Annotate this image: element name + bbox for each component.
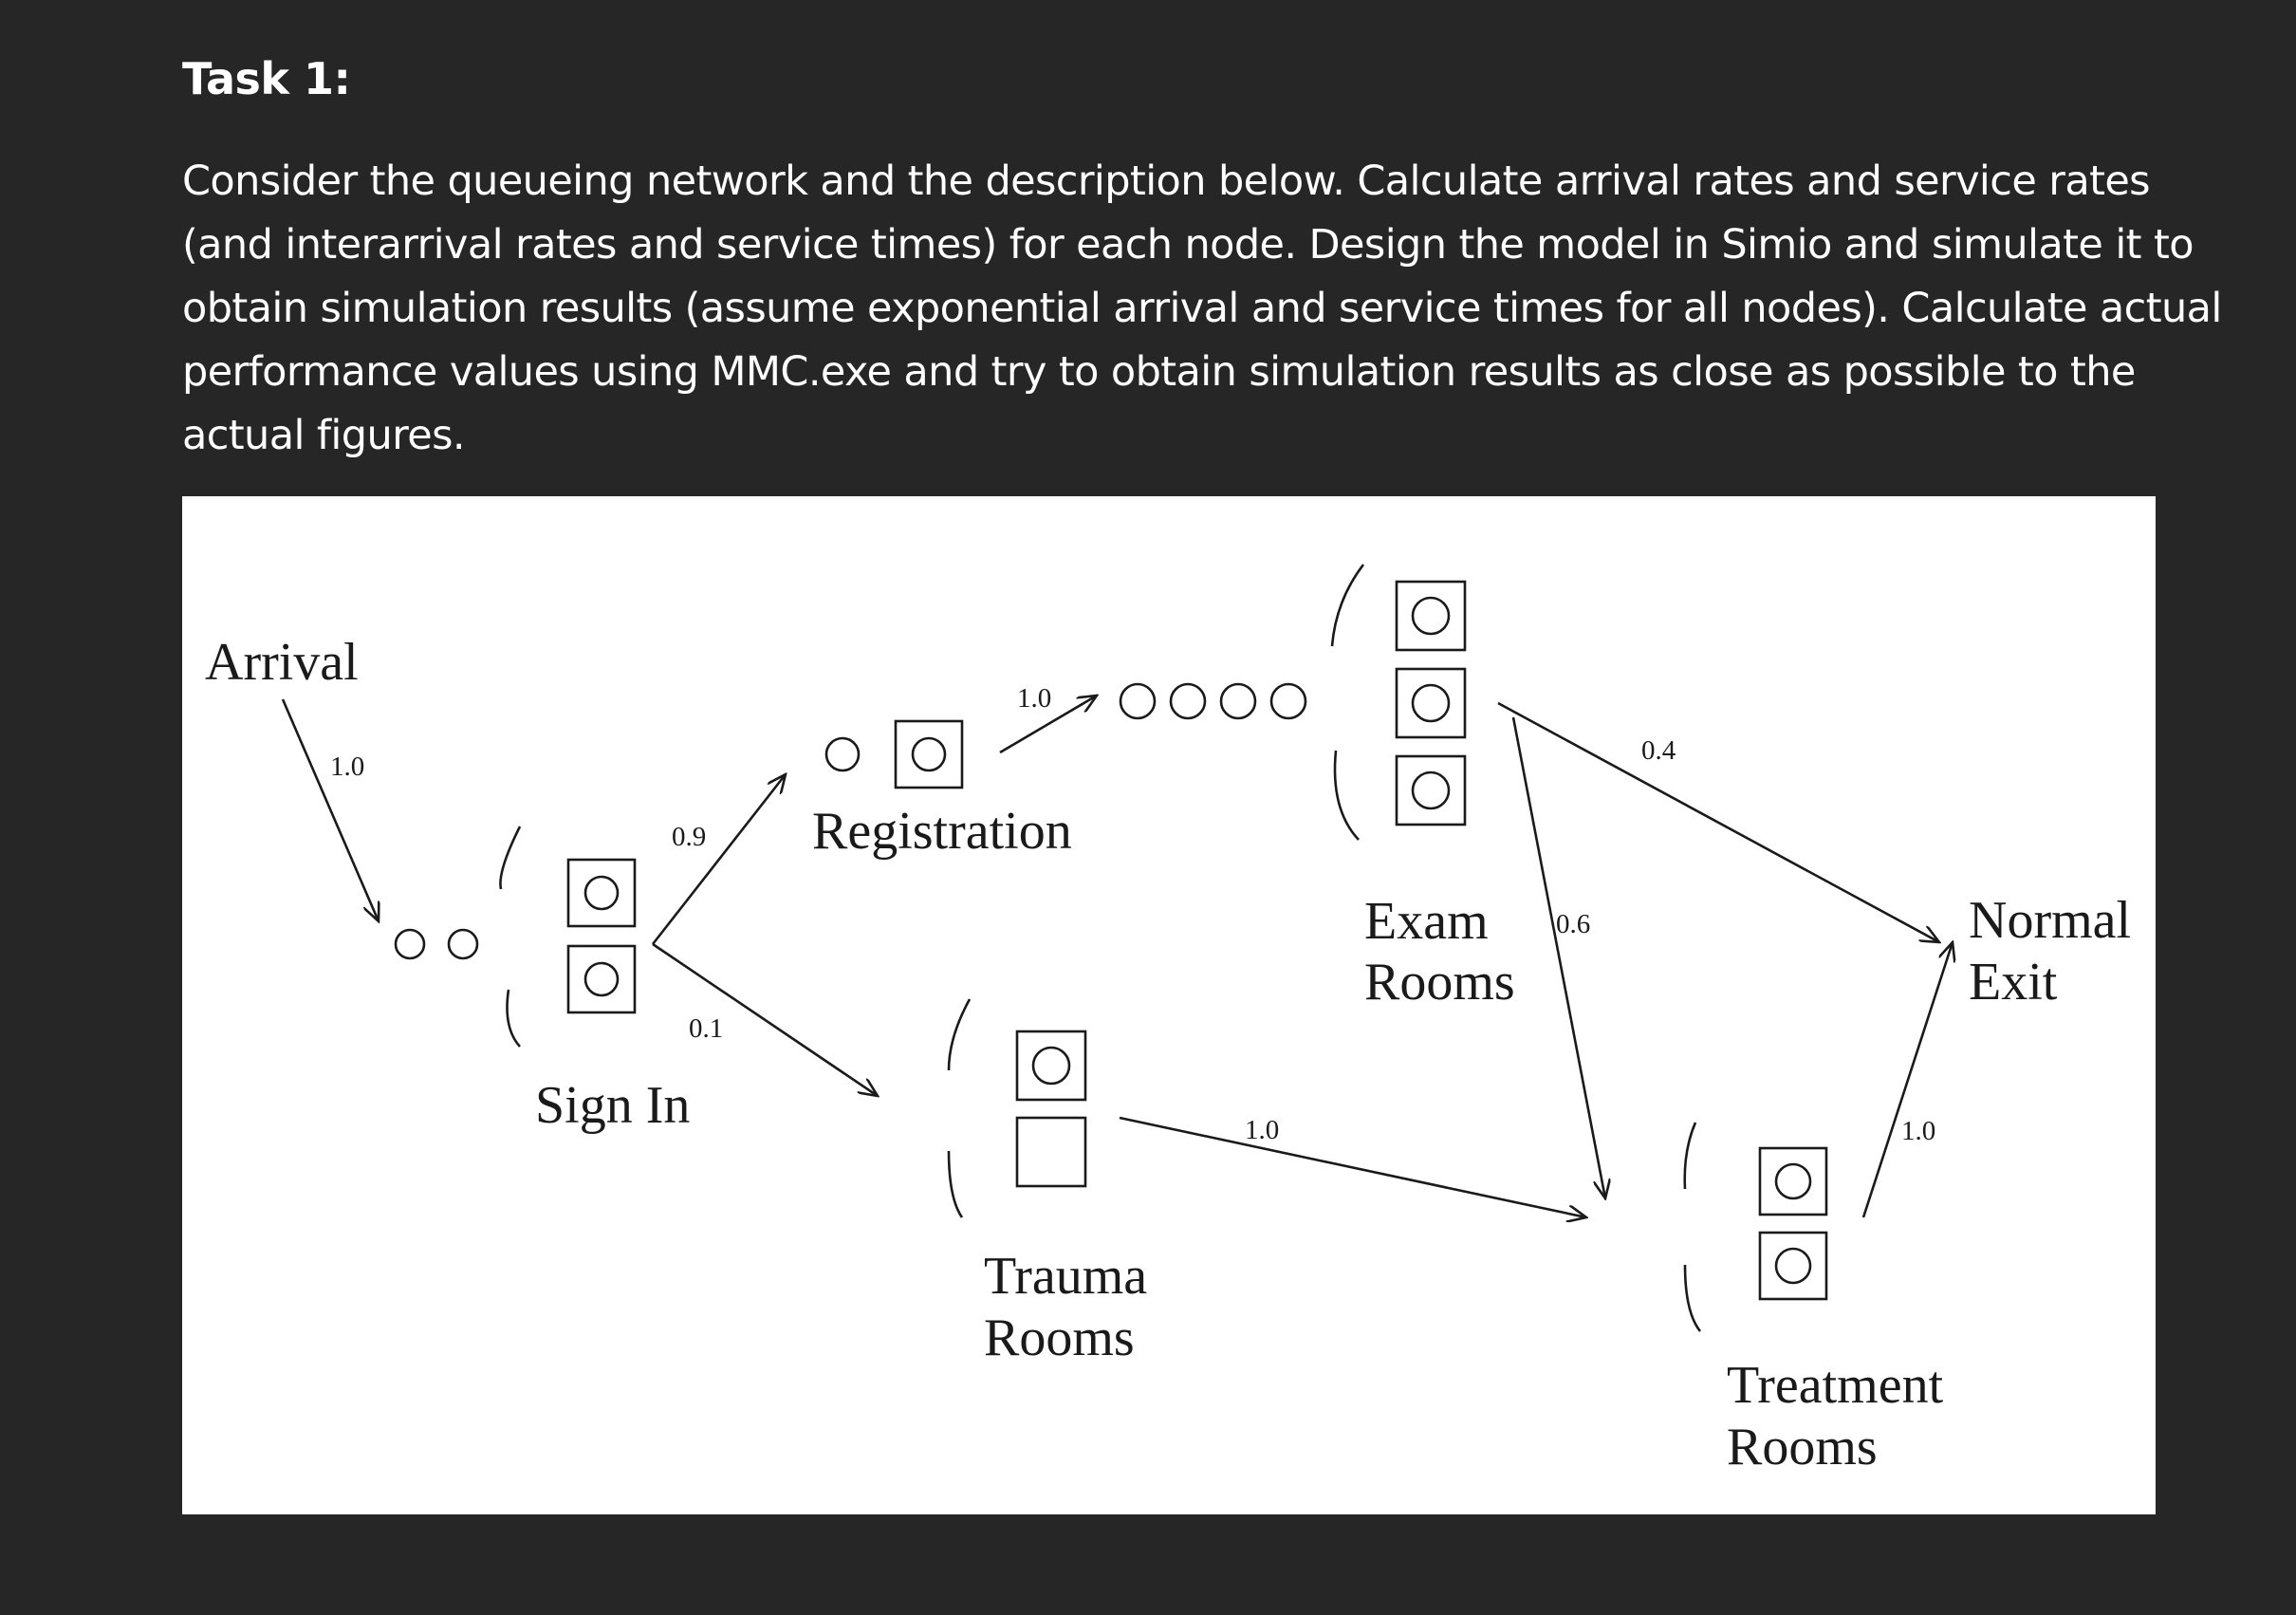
server-busy-icon — [1395, 754, 1467, 826]
treatment-bracket-top — [1683, 1122, 1697, 1190]
queueing-network-diagram: Arrival 1.0 Sign In 0.9 0.1 Registration… — [182, 496, 2156, 1514]
trauma-bracket-bottom — [947, 1150, 964, 1218]
queue-customer-icon — [447, 928, 479, 960]
queue-customer-icon — [394, 928, 426, 960]
exam-label-line2: Rooms — [1364, 953, 1515, 1012]
trauma-servers — [1015, 1030, 1087, 1188]
trauma-bracket-top — [947, 998, 972, 1071]
customer-in-service-icon — [1031, 1046, 1071, 1086]
exam-servers — [1395, 580, 1467, 826]
arrow-signin-to-registration — [651, 774, 786, 945]
customer-in-service-icon — [583, 875, 620, 911]
treatment-servers — [1758, 1146, 1828, 1301]
customer-in-service-icon — [1774, 1247, 1812, 1285]
prob-signin-to-trauma: 0.1 — [689, 1013, 723, 1044]
prob-exam-to-treatment: 0.6 — [1556, 909, 1590, 939]
task-heading: Task 1: — [182, 53, 351, 104]
registration-label: Registration — [812, 802, 1072, 861]
treatment-label-line1: Treatment — [1727, 1356, 1944, 1415]
exit-label-line2: Exit — [1969, 953, 2058, 1012]
server-busy-icon — [1395, 667, 1467, 739]
queue-customer-icon — [1219, 682, 1257, 720]
arrival-label: Arrival — [205, 633, 359, 692]
signin-servers — [566, 858, 637, 1014]
server-busy-icon — [1758, 1146, 1828, 1216]
prob-arrival-to-signin: 1.0 — [330, 752, 364, 782]
treatment-label-line2: Rooms — [1727, 1418, 1878, 1476]
server-busy-icon — [1758, 1231, 1828, 1301]
arrow-trauma-to-treatment — [1119, 1116, 1586, 1217]
customer-in-service-icon — [1411, 683, 1451, 723]
registration-queue-customer-icon — [824, 736, 861, 772]
network-svg: Arrival 1.0 Sign In 0.9 0.1 Registration… — [205, 564, 2131, 1476]
prob-signin-to-registration: 0.9 — [672, 822, 706, 852]
arrow-exam-to-exit — [1497, 701, 1939, 942]
customer-in-service-icon — [583, 961, 620, 997]
prob-treatment-to-exit: 1.0 — [1901, 1116, 1935, 1146]
registration-server-icon — [894, 719, 964, 789]
arrow-registration-to-exam — [999, 696, 1097, 754]
customer-in-service-icon — [1411, 596, 1451, 636]
server-busy-icon — [1395, 580, 1467, 652]
customer-in-service-icon — [1774, 1162, 1812, 1200]
treatment-bracket-bottom — [1683, 1264, 1702, 1332]
arrow-arrival-to-signin — [281, 698, 379, 921]
trauma-label-line2: Rooms — [984, 1309, 1135, 1367]
signin-bracket-bottom — [506, 989, 521, 1048]
server-idle-icon — [1015, 1116, 1087, 1188]
queue-customer-icon — [1119, 682, 1157, 720]
arrow-treatment-to-exit — [1861, 942, 1953, 1218]
task-description: Consider the queueing network and the de… — [182, 158, 2222, 459]
signin-bracket-top — [499, 826, 522, 890]
exam-queue — [1119, 682, 1307, 720]
prob-exam-to-exit: 0.4 — [1641, 735, 1676, 766]
server-busy-icon — [566, 944, 637, 1014]
arrow-signin-to-trauma — [652, 942, 878, 1096]
signin-label: Sign In — [535, 1076, 690, 1135]
arrow-exam-to-treatment — [1511, 716, 1605, 1198]
queue-customer-icon — [1169, 682, 1207, 720]
customer-in-service-icon — [911, 736, 947, 772]
prob-registration-to-exam: 1.0 — [1017, 683, 1051, 714]
signin-queue — [394, 928, 479, 960]
server-busy-icon — [566, 858, 637, 928]
server-busy-icon — [1015, 1030, 1087, 1102]
exam-label-line1: Exam — [1364, 892, 1489, 951]
queue-customer-icon — [1269, 682, 1307, 720]
trauma-label-line1: Trauma — [984, 1247, 1147, 1306]
exam-bracket-bottom — [1333, 750, 1360, 841]
customer-in-service-icon — [1411, 770, 1451, 810]
exam-bracket-top — [1330, 564, 1365, 647]
prob-trauma-to-treatment: 1.0 — [1245, 1115, 1279, 1145]
exit-label-line1: Normal — [1969, 891, 2131, 950]
